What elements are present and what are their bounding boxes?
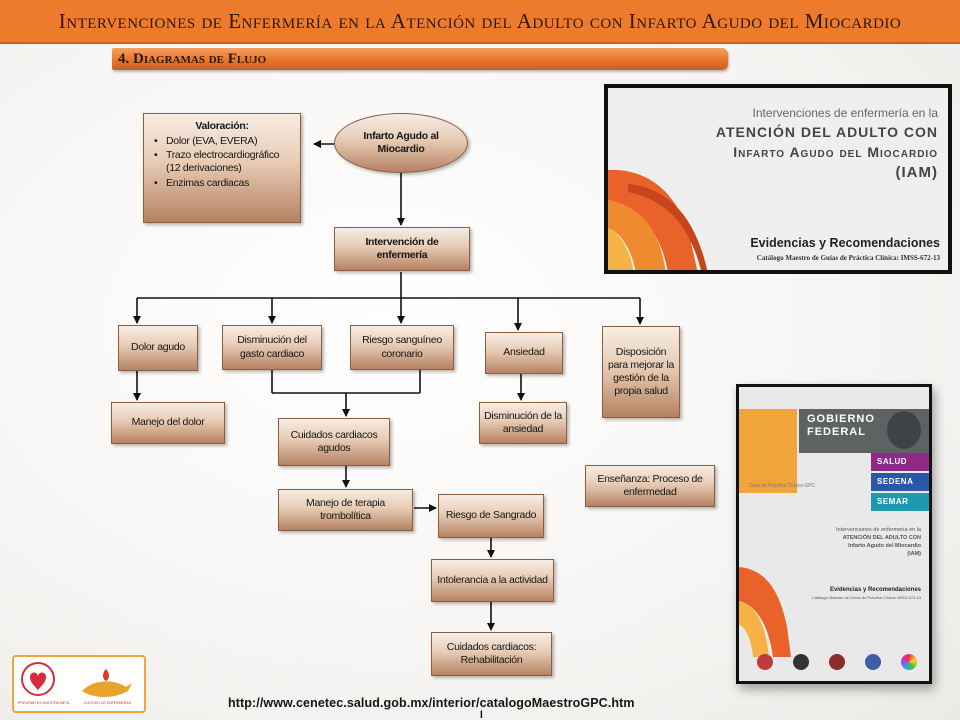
node-cuidados-agudos: Cuidados cardiacos agudos — [278, 418, 390, 466]
book-catalogo: Catálogo Maestro de Guías de Práctica Cl… — [811, 595, 921, 600]
node-terapia-trombolitica: Manejo de terapia trombolítica — [278, 489, 413, 531]
node-terapia-trombolitica-label: Manejo de terapia trombolítica — [306, 496, 385, 522]
logo-right-caption: COLEGIO DE ENFERMERAS — [84, 701, 132, 705]
valoracion-list: Dolor (EVA, EVERA) Trazo electrocardiogr… — [152, 135, 292, 191]
node-riesgo-sangrado: Riesgo de Sangrado — [438, 494, 544, 538]
book-tab-salud: SALUD — [871, 453, 929, 471]
orange-swoosh-graphic — [608, 169, 708, 270]
section-bar: 4. Diagramas de Flujo — [112, 48, 728, 70]
node-disminucion-ansiedad-label: Disminución de la ansiedad — [484, 409, 562, 435]
node-valoracion: Valoración: Dolor (EVA, EVERA) Trazo ele… — [143, 113, 301, 223]
node-manejo-dolor-label: Manejo del dolor — [131, 416, 205, 429]
book-line-4: (IAM) — [907, 551, 921, 557]
page-title: Intervenciones de Enfermería en la Atenc… — [58, 8, 902, 33]
guide-book-image: GOBIERNO FEDERAL SALUD SEDENA SEMAR Guía… — [736, 384, 932, 684]
book-line-3: Infarto Agudo del Miocardio — [848, 543, 921, 549]
valoracion-item: Trazo electrocardiográfico (12 derivacio… — [152, 149, 292, 175]
header-bar: Intervenciones de Enfermería en la Atenc… — [0, 0, 960, 44]
eagle-seal-icon — [887, 411, 921, 449]
node-intervencion: Intervención de enfermería — [334, 227, 470, 271]
logo-left-caption: PREVENIR ES NUESTRA META — [18, 701, 70, 705]
node-infarto-agudo-label: Infarto Agudo al Miocardio — [363, 129, 439, 155]
book-tab-sedena: SEDENA — [871, 473, 929, 491]
node-disminucion-ansiedad: Disminución de la ansiedad — [479, 402, 567, 444]
book-tab-semar: SEMAR — [871, 493, 929, 511]
logo-dark-icon — [793, 654, 809, 670]
institution-logos: PREVENIR ES NUESTRA META COLEGIO DE ENFE… — [12, 655, 146, 713]
node-ansiedad-label: Ansiedad — [503, 346, 545, 359]
node-ansiedad: Ansiedad — [485, 332, 563, 374]
node-disposicion-label: Disposición para mejorar la gestión de l… — [607, 345, 675, 398]
source-url-wrap: l — [480, 710, 483, 720]
book-line-2: ATENCIÓN DEL ADULTO CON — [842, 535, 921, 541]
cover-line-3: Infarto Agudo del Miocardio — [733, 144, 938, 160]
logo-red-icon — [757, 654, 773, 670]
cover-evidencias: Evidencias y Recomendaciones — [750, 236, 940, 250]
node-intervencion-label: Intervención de enfermería — [365, 235, 439, 261]
valoracion-item: Dolor (EVA, EVERA) — [152, 135, 292, 148]
node-dolor-agudo-label: Dolor agudo — [131, 341, 185, 354]
node-riesgo-sanguineo: Riesgo sanguíneo coronario — [350, 325, 454, 370]
book-evidencias: Evidencias y Recomendaciones — [829, 587, 921, 593]
section-title: 4. Diagramas de Flujo — [118, 50, 267, 67]
logo-rainbow-icon — [901, 654, 917, 670]
guide-book-inner: GOBIERNO FEDERAL SALUD SEDENA SEMAR Guía… — [739, 387, 929, 681]
cover-line-1: Intervenciones de enfermería en la — [752, 106, 938, 120]
node-riesgo-sanguineo-label: Riesgo sanguíneo coronario — [362, 334, 442, 360]
cover-catalogo: Catálogo Maestro de Guías de Práctica Cl… — [756, 254, 940, 262]
node-infarto-agudo: Infarto Agudo al Miocardio — [334, 113, 468, 173]
node-rehabilitacion: Cuidados cardiacos: Rehabilitación — [431, 632, 552, 676]
guide-cover-inner: Intervenciones de enfermería en la ATENC… — [608, 88, 948, 270]
node-dolor-agudo: Dolor agudo — [118, 325, 198, 371]
node-ensenanza: Enseñanza: Proceso de enfermedad — [585, 465, 715, 507]
logo-graphics — [21, 662, 132, 697]
node-disminucion-gasto-label: Disminución del gasto cardiaco — [237, 334, 307, 360]
node-disposicion: Disposición para mejorar la gestión de l… — [602, 326, 680, 418]
guide-cover-image: Intervenciones de enfermería en la ATENC… — [604, 84, 952, 274]
node-intolerancia-label: Intolerancia a la actividad — [437, 573, 548, 586]
valoracion-item: Enzimas cardiacas — [152, 177, 292, 190]
node-intolerancia: Intolerancia a la actividad — [431, 559, 554, 602]
book-orange-block — [739, 409, 797, 493]
cover-line-4: (IAM) — [895, 164, 938, 181]
book-logo-strip — [747, 645, 927, 679]
valoracion-title: Valoración: — [195, 120, 249, 132]
node-ensenanza-label: Enseñanza: Proceso de enfermedad — [597, 472, 703, 498]
cover-line-2: ATENCIÓN DEL ADULTO CON — [715, 124, 938, 140]
book-gpc-label: Guía de Práctica Clínica GPC — [749, 483, 816, 489]
book-line-1: Intervenciones de enfermería en la — [836, 527, 921, 533]
book-swoosh-graphic — [739, 567, 791, 657]
node-disminucion-gasto: Disminución del gasto cardiaco — [222, 325, 322, 370]
node-rehabilitacion-label: Cuidados cardiacos: Rehabilitación — [446, 640, 537, 666]
node-cuidados-agudos-label: Cuidados cardiacos agudos — [290, 428, 378, 454]
logo-maroon-icon — [829, 654, 845, 670]
node-manejo-dolor: Manejo del dolor — [111, 402, 225, 444]
source-url[interactable]: http://www.cenetec.salud.gob.mx/interior… — [228, 696, 635, 710]
node-riesgo-sangrado-label: Riesgo de Sangrado — [445, 509, 537, 522]
logo-blue-icon — [865, 654, 881, 670]
